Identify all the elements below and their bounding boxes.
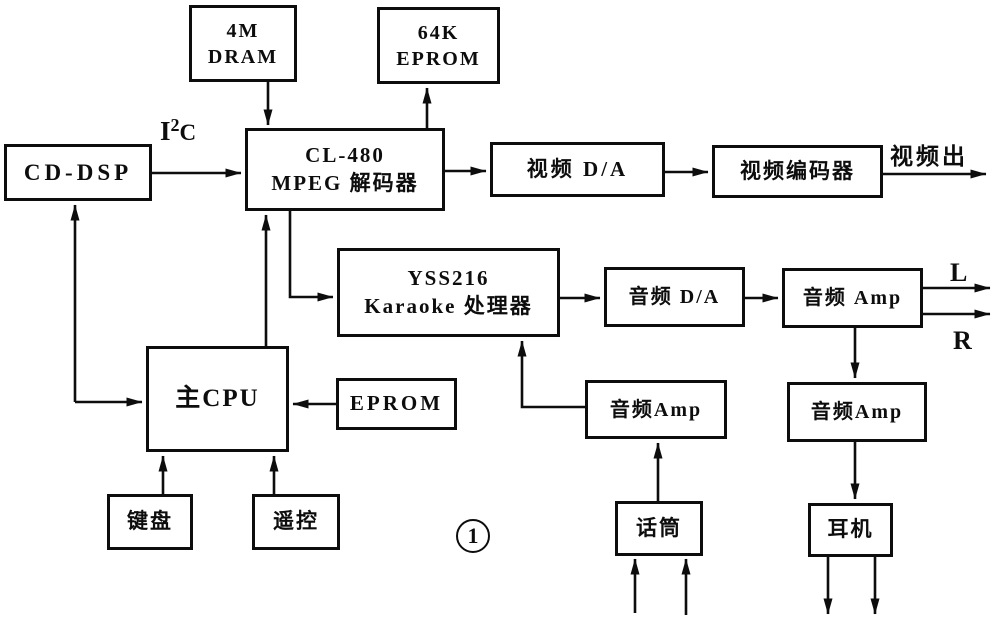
i2c-rest: C (179, 120, 197, 145)
block-cl480-mpeg-decoder: CL-480 MPEG 解码器 (245, 128, 445, 211)
block-64k-eprom: 64K EPROM (377, 7, 500, 84)
block-label: 话筒 (636, 515, 682, 540)
figure-number-badge: 1 (456, 519, 490, 553)
i2c-base: I (160, 116, 171, 146)
block-label: 64K (417, 21, 460, 44)
block-headphone-audio-amp: 音频Amp (787, 382, 927, 442)
block-label: 音频 D/A (628, 286, 721, 308)
block-label: 键盘 (127, 509, 173, 534)
block-label: 视频编码器 (740, 158, 855, 183)
block-label: 耳机 (827, 517, 874, 542)
figure-number: 1 (467, 523, 479, 548)
block-label: 音频Amp (810, 401, 904, 423)
block-microphone: 话筒 (615, 501, 703, 556)
block-label: 音频Amp (609, 398, 703, 421)
block-label: YSS216 (407, 266, 490, 291)
block-label: DRAM (207, 45, 279, 68)
block-label: 主CPU (175, 384, 260, 412)
block-eprom: EPROM (336, 378, 457, 430)
block-label: 4M (226, 19, 260, 42)
connector-micamp-to-yss216 (517, 340, 585, 409)
block-cd-dsp: CD-DSP (4, 144, 152, 201)
block-label: 音频 Amp (802, 287, 903, 309)
block-video-encoder: 视频编码器 (712, 145, 883, 198)
block-label: CL-480 (305, 143, 385, 168)
i2c-superscript: 2 (170, 115, 180, 135)
block-audio-da: 音频 D/A (604, 267, 745, 327)
block-main-cpu: 主CPU (146, 346, 289, 452)
block-audio-amp-lr: 音频 Amp (782, 268, 923, 328)
connector-cl480-to-yss216 (288, 211, 334, 302)
block-label: EPROM (396, 47, 481, 70)
i2c-bus-label: I2C (160, 115, 196, 147)
block-yss216-karaoke: YSS216 Karaoke 处理器 (337, 248, 560, 337)
block-video-da: 视频 D/A (490, 142, 665, 197)
block-mic-audio-amp: 音频Amp (585, 380, 727, 439)
block-label: EPROM (349, 391, 444, 416)
block-label: MPEG 解码器 (271, 170, 419, 195)
block-label: 视频 D/A (526, 156, 629, 181)
block-remote-control: 遥控 (252, 494, 340, 550)
block-4m-dram: 4M DRAM (189, 5, 297, 82)
block-label: Karaoke 处理器 (364, 293, 533, 318)
video-out-label: 视频出 (890, 144, 968, 169)
block-keyboard: 键盘 (107, 494, 193, 550)
right-channel-label: R (953, 326, 972, 355)
block-label: CD-DSP (23, 159, 133, 185)
block-headphone: 耳机 (808, 503, 893, 557)
left-channel-label: L (950, 258, 968, 287)
block-label: 遥控 (273, 509, 319, 534)
